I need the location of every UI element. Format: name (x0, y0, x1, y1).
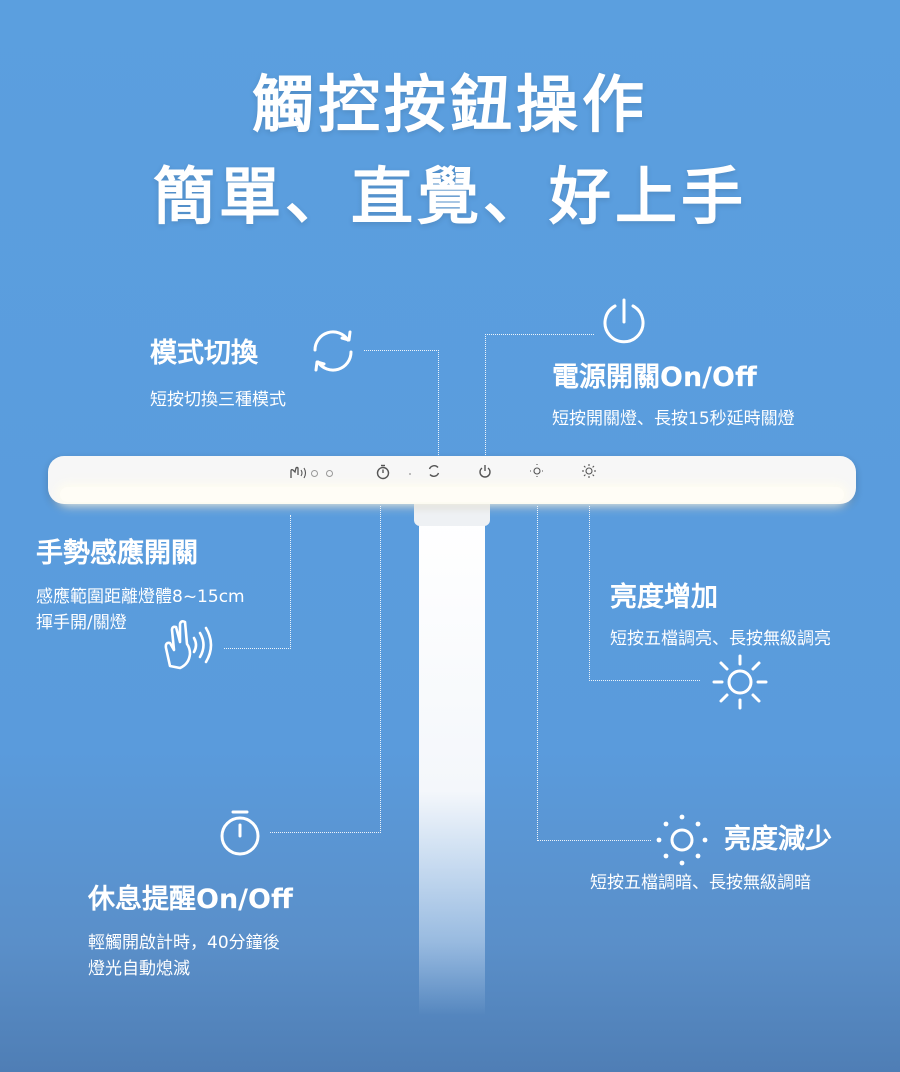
connector-gesture (224, 515, 291, 649)
connector-mode (364, 350, 439, 457)
bright-up-desc: 短按五檔調亮、長按無級調亮 (610, 629, 831, 649)
timer-desc-1: 輕觸開啟計時，40分鐘後 (88, 933, 280, 953)
cycle-arrows-icon (313, 330, 353, 372)
gesture-title: 手勢感應開關 (36, 538, 198, 569)
lamp-brightness-down-icon[interactable] (530, 464, 544, 478)
headline-line-1: 觸控按鈕操作 (251, 68, 648, 141)
bright-up-title: 亮度增加 (610, 582, 718, 613)
gesture-desc-2: 揮手開/關燈 (36, 613, 127, 633)
gesture-sensor-icon[interactable] (287, 465, 309, 481)
mode-desc: 短按切換三種模式 (150, 390, 286, 410)
connector-bright-up (589, 506, 700, 681)
lamp-timer-button-icon[interactable] (376, 464, 390, 480)
lamp-mode-button-icon[interactable] (427, 464, 441, 478)
connector-bright-down (537, 506, 651, 841)
power-icon (603, 298, 645, 344)
sun-icon (712, 654, 768, 710)
stopwatch-icon (220, 810, 260, 856)
power-desc: 短按開關燈、長按15秒延時關燈 (552, 409, 795, 429)
timer-title: 休息提醒On/Off (88, 884, 293, 915)
lamp-neck (414, 500, 490, 526)
indicator-dot (409, 473, 411, 475)
headline-line-2: 簡單、直覺、好上手 (152, 160, 747, 233)
lamp-brightness-up-icon[interactable] (582, 464, 596, 478)
power-title: 電源開關On/Off (552, 362, 757, 393)
lamp-stem (419, 516, 485, 1016)
mode-title: 模式切換 (150, 338, 258, 369)
timer-desc-2: 燈光自動熄滅 (88, 959, 190, 979)
indicator-dot (326, 470, 333, 477)
indicator-dot (311, 470, 318, 477)
bright-down-title: 亮度減少 (724, 824, 832, 855)
bright-down-desc: 短按五檔調暗、長按無級調暗 (590, 873, 811, 893)
hand-wave-icon (164, 620, 213, 670)
connector-timer (270, 506, 381, 833)
dim-sun-icon (656, 814, 708, 866)
lamp-head (48, 456, 856, 504)
gesture-desc-1: 感應範圍距離燈體8~15cm (36, 587, 245, 607)
lamp-light-strip (60, 487, 844, 502)
lamp-power-button-icon[interactable] (478, 464, 492, 479)
connector-power (485, 334, 594, 457)
